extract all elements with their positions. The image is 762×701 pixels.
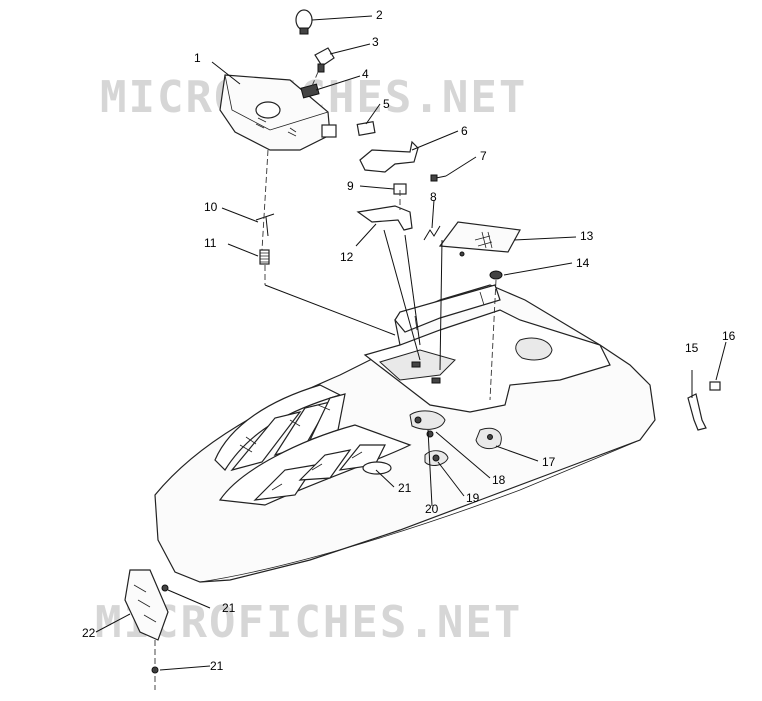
callouts: 1 2 3 4 5 6 7 8 9 10 11 12 13 14 15 16 1… <box>82 8 736 673</box>
access-cover <box>438 221 521 257</box>
mounting-pad <box>356 120 376 136</box>
callout-7: 7 <box>480 149 487 163</box>
callout-14: 14 <box>576 256 590 270</box>
plug <box>709 381 721 391</box>
callout-11: 11 <box>204 236 217 250</box>
callout-6: 6 <box>461 124 468 138</box>
callout-18: 18 <box>492 473 506 487</box>
callout-21-middle: 21 <box>222 601 236 615</box>
callout-17: 17 <box>542 455 556 469</box>
leader-lines <box>95 15 727 671</box>
callout-1: 1 <box>194 51 201 65</box>
callout-20: 20 <box>425 502 439 516</box>
pivot-pin <box>255 213 275 237</box>
callout-19: 19 <box>466 491 480 505</box>
callout-21-upper: 21 <box>398 481 412 495</box>
grommet <box>489 270 503 280</box>
callout-13: 13 <box>580 229 594 243</box>
callout-15: 15 <box>685 341 699 355</box>
headlight-bracket <box>359 140 419 173</box>
mount-bracket <box>356 205 413 231</box>
callout-4: 4 <box>362 67 369 81</box>
callout-16: 16 <box>722 329 736 343</box>
bulb-socket <box>314 47 335 73</box>
hinge <box>687 370 707 431</box>
callout-9: 9 <box>347 179 354 193</box>
callout-2: 2 <box>376 8 383 22</box>
callout-10: 10 <box>204 200 218 214</box>
callout-21-lower: 21 <box>210 659 224 673</box>
callout-12: 12 <box>340 250 354 264</box>
assembly-lines <box>154 71 497 690</box>
lower-light-assembly <box>124 569 169 674</box>
watermark-bottom: MICROFICHES.NET <box>95 597 522 648</box>
screw <box>430 174 447 182</box>
callout-8: 8 <box>430 190 437 204</box>
hood-body <box>154 284 656 583</box>
callout-22: 22 <box>82 626 96 640</box>
bulb <box>295 9 313 35</box>
adjuster-spring <box>259 249 270 265</box>
callout-5: 5 <box>383 97 390 111</box>
spring-clip <box>423 225 441 241</box>
callout-3: 3 <box>372 35 379 49</box>
